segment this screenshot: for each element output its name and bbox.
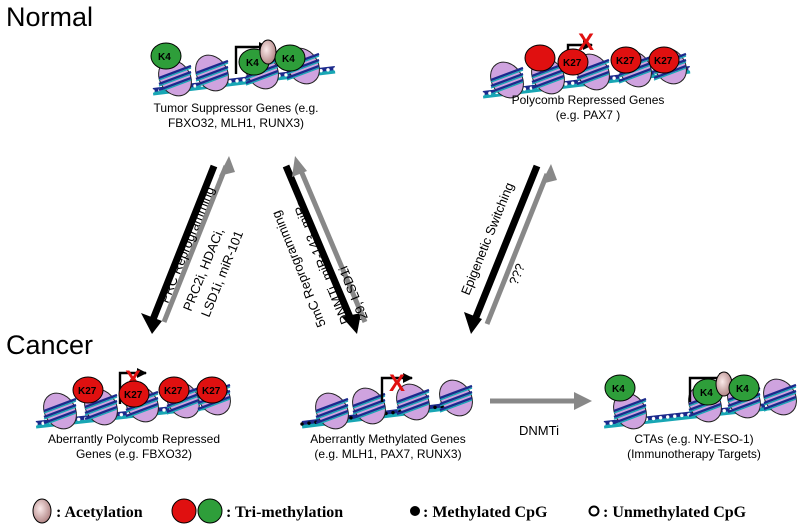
nucleosome-icon: [315, 392, 349, 430]
prc-reprogramming-arrows: PRC Reprogramming PRC2i, HDACi, LSD1i, m…: [141, 156, 246, 334]
nucleosome-icon: [352, 387, 386, 425]
k27-mark-icon: [524, 44, 556, 72]
tss-arrow-icon: [380, 373, 413, 402]
nucleosome-icon: [396, 383, 430, 421]
k27-label: K27: [78, 386, 97, 397]
k4-label: K4: [282, 54, 295, 65]
k27-mark-icon: [557, 48, 589, 76]
k27-label: K27: [654, 56, 673, 67]
k4-mark-icon: [150, 42, 182, 70]
fivemc-reprogramming-arrows: 5mC Reprogramming DNMTi, miR-143, miR- 2…: [268, 156, 371, 334]
acetylation-icon: [259, 39, 277, 65]
green-mark-icon: [197, 498, 223, 524]
tumor-suppressor-chromatin: K4 K4 K4: [150, 39, 337, 97]
legend-methylated-cpg: : Methylated CpG: [423, 504, 548, 521]
k27-label: K27: [164, 386, 183, 397]
polycomb-repressed-chromatin: X K27 K27 K27: [481, 29, 692, 99]
k27-mark-icon: [72, 376, 104, 404]
dnmti-arrow: DNMTi: [490, 392, 592, 438]
tss-arrow-icon: [234, 42, 269, 74]
aberrant-polycomb-label-1: Aberrantly Polycomb Repressed: [48, 432, 220, 446]
legend-unmethylated-cpg: : Unmethylated CpG: [603, 504, 747, 521]
silenced-x-icon: X: [389, 370, 405, 397]
nucleosome-icon: [613, 392, 647, 430]
k4-label: K4: [700, 388, 713, 399]
ctas-label-1: CTAs (e.g. NY-ESO-1): [634, 432, 753, 446]
nucleosome-icon: [490, 61, 524, 99]
k4-label: K4: [736, 384, 749, 395]
aberrant-methyl-label-1: Aberrantly Methylated Genes: [310, 432, 465, 446]
polycomb-label-1: Polycomb Repressed Genes: [512, 93, 665, 107]
tumor-suppressor-label-1: Tumor Suppressor Genes (e.g.: [154, 101, 319, 115]
k4-label: K4: [612, 384, 625, 395]
k27-mark-icon: [610, 46, 642, 74]
legend-trimethylation: : Tri-methylation: [226, 504, 343, 521]
k27-label: K27: [563, 58, 582, 69]
k4-mark-icon: [728, 374, 760, 402]
k27-label: K27: [616, 56, 635, 67]
nucleosome-icon: [195, 54, 229, 92]
ctas-label-2: (Immunotherapy Targets): [627, 447, 761, 461]
tss-arrow-icon: [688, 373, 729, 402]
nucleosome-icon: [43, 392, 77, 430]
acetylation-icon: [32, 498, 52, 524]
k27-mark-icon: [648, 46, 680, 74]
aberrant-methylated-chromatin: X: [300, 370, 473, 430]
ctas-chromatin: K4 K4 K4: [602, 371, 797, 430]
k4-mark-icon: [274, 44, 306, 72]
k27-mark-icon: [196, 376, 228, 404]
unmethylated-cpg-icon: [588, 505, 600, 517]
k27-label: K27: [124, 390, 143, 401]
heading-cancer: Cancer: [6, 330, 93, 360]
dnmti-label: DNMTi: [519, 423, 559, 438]
k27-mark-icon: [118, 380, 150, 408]
k27-mark-icon: [158, 376, 190, 404]
legend-acetylation: : Acetylation: [56, 504, 143, 521]
nucleosome-icon: [763, 378, 797, 416]
tumor-suppressor-label-2: FBXO32, MLH1, RUNX3): [168, 116, 304, 130]
epigenetic-switching-arrows: Epigenetic Switching ???: [458, 164, 557, 334]
aberrant-polycomb-chromatin: X K27 K27 K27 K27: [34, 366, 231, 430]
heading-normal: Normal: [6, 2, 93, 32]
aberrant-methyl-label-2: (e.g. MLH1, PAX7, RUNX3): [314, 447, 461, 461]
methylated-cpg-icon: [410, 506, 420, 516]
k4-mark-icon: [604, 374, 636, 402]
polycomb-label-2: (e.g. PAX7 ): [556, 108, 620, 122]
k4-label: K4: [158, 52, 171, 63]
k27-label: K27: [202, 386, 221, 397]
red-mark-icon: [171, 498, 197, 524]
nucleosome-icon: [439, 379, 473, 417]
aberrant-polycomb-label-2: Genes (e.g. FBXO32): [76, 447, 192, 461]
k4-label: K4: [246, 58, 259, 69]
nucleosome-group: [315, 379, 473, 430]
silenced-x-icon: X: [578, 29, 594, 56]
legend: : Acetylation : Tri-methylation : Methyl…: [32, 498, 747, 524]
